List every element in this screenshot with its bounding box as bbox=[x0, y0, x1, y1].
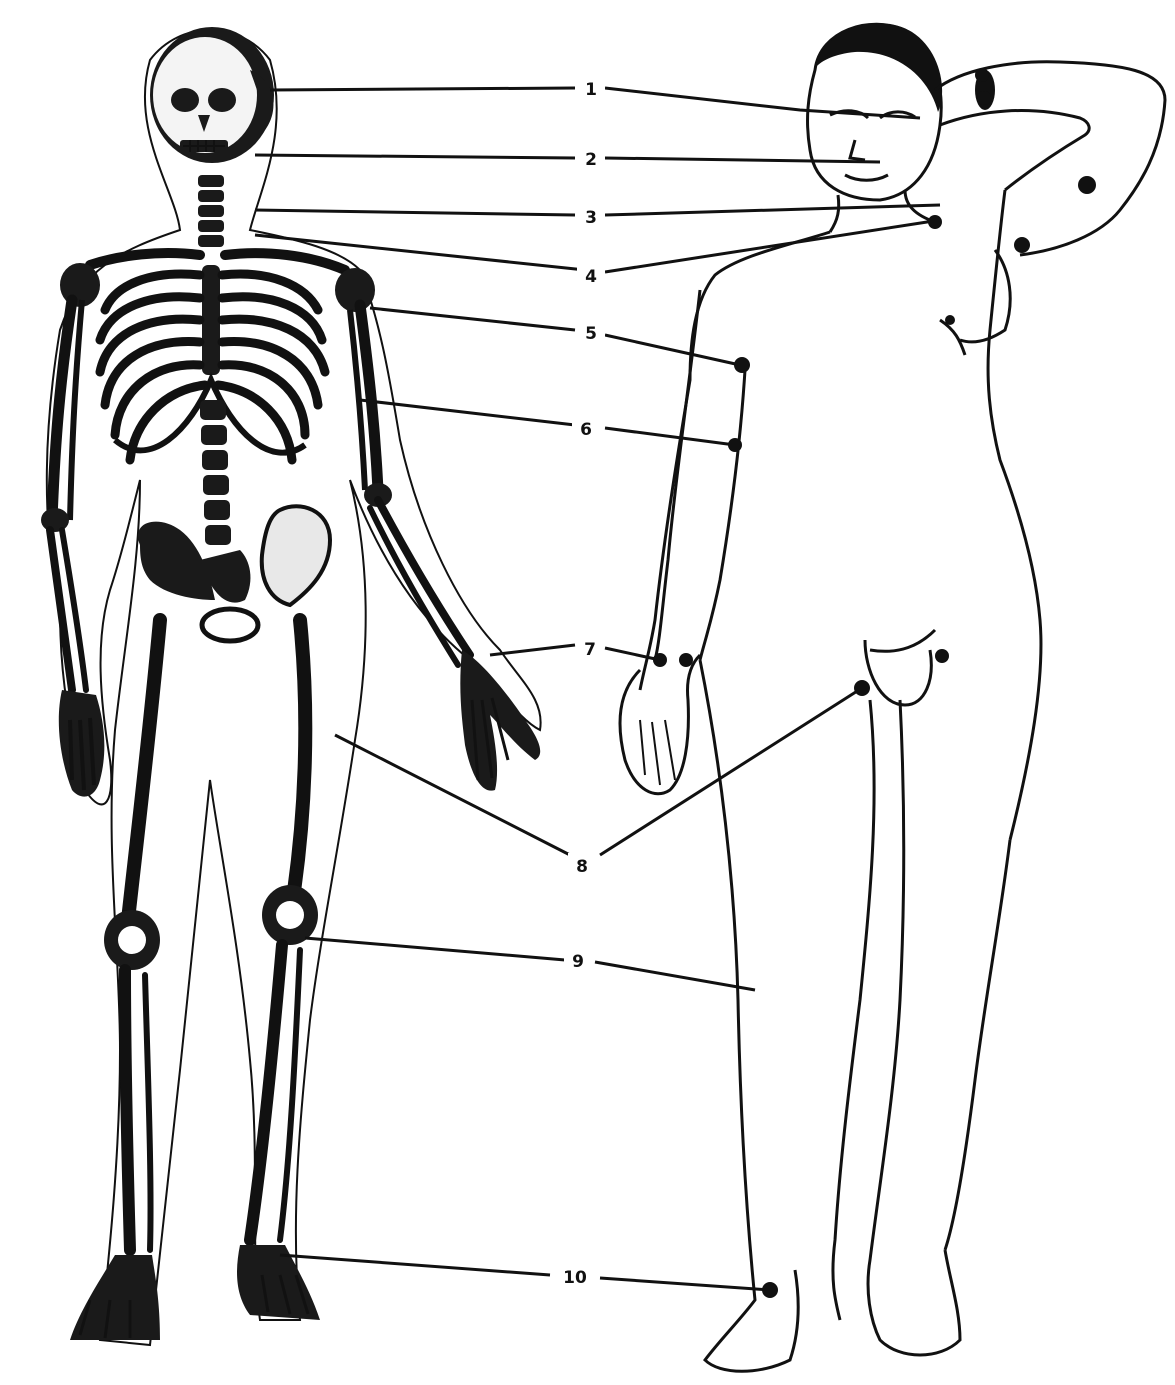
callout-label-10: 10 bbox=[563, 1268, 587, 1288]
callout-label-6: 6 bbox=[580, 420, 592, 440]
callout-label-2: 2 bbox=[585, 150, 597, 170]
skeleton-figure bbox=[41, 27, 541, 1345]
callout-label-5: 5 bbox=[585, 324, 597, 344]
human-body-figure bbox=[620, 23, 1165, 1371]
callout-label-3: 3 bbox=[585, 208, 597, 228]
callout-label-8: 8 bbox=[576, 857, 588, 877]
callout-label-4: 4 bbox=[585, 267, 597, 287]
callout-label-7: 7 bbox=[584, 640, 596, 660]
callout-label-9: 9 bbox=[572, 952, 584, 972]
callout-label-1: 1 bbox=[585, 80, 597, 100]
callout-labels: 1 2 3 4 5 6 7 8 9 10 bbox=[552, 76, 605, 1288]
